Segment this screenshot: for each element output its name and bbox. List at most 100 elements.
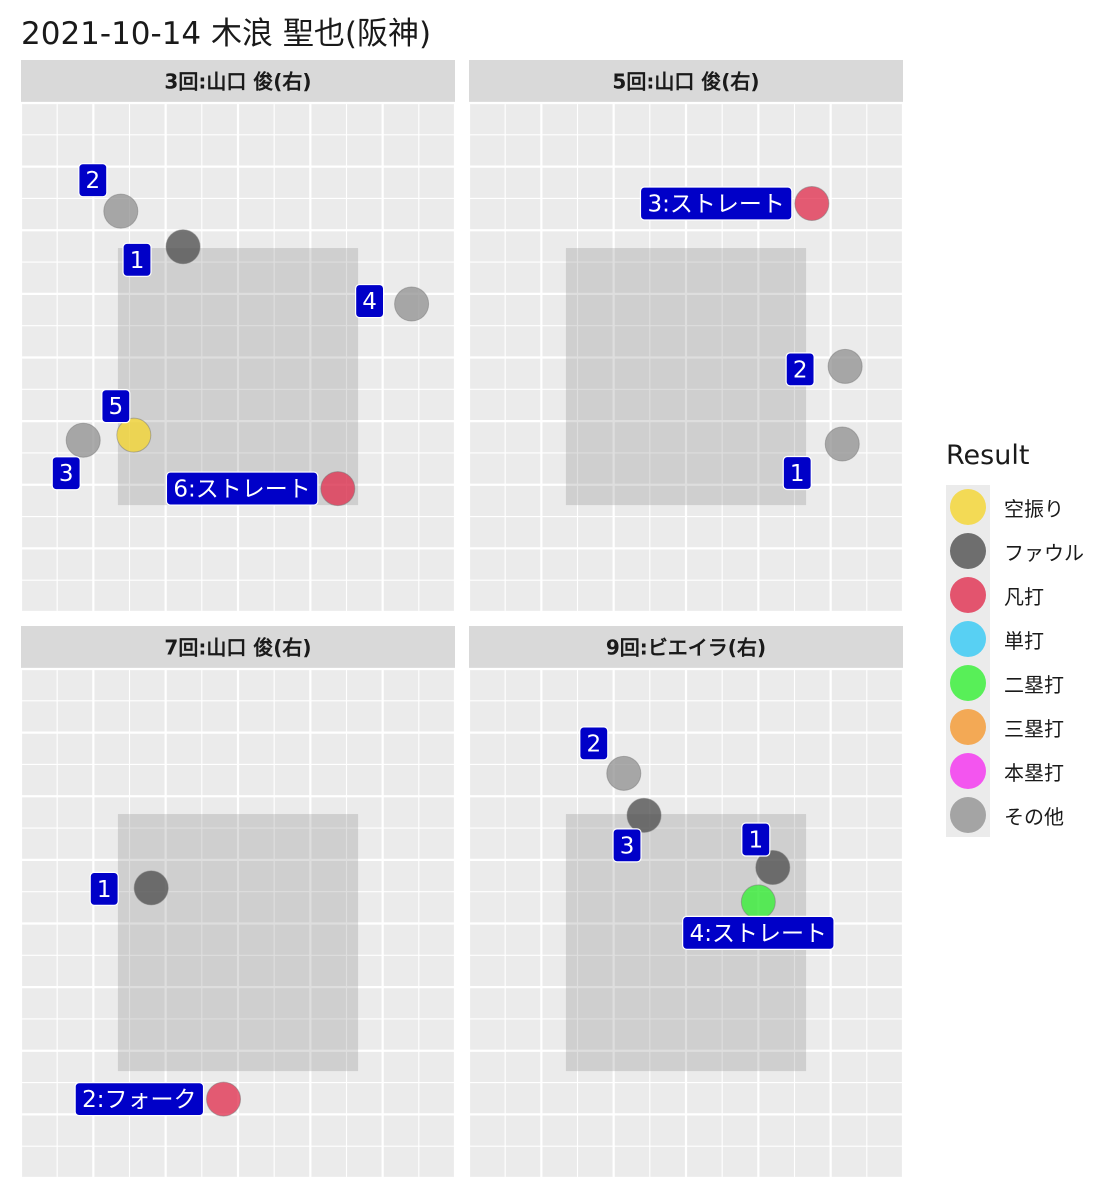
pitch-label-text: 3:ストレート — [647, 192, 784, 218]
facet-strip — [21, 626, 455, 669]
strike-zone — [565, 248, 807, 506]
pitch-label-text: 2 — [586, 731, 601, 757]
pitch-point — [606, 755, 642, 791]
legend-key — [946, 617, 990, 661]
strike-zone — [117, 248, 359, 506]
pitch-label: 6:ストレート — [165, 471, 319, 506]
pitch-label-text: 1 — [97, 877, 112, 903]
pitch-label-text: 1 — [790, 461, 805, 487]
legend-item: 三塁打 — [946, 705, 1084, 749]
facet-panel: 7回:山口 俊(右) 1 2:フォーク — [19, 626, 457, 1180]
pitch-label: 5 — [101, 389, 131, 424]
pitch-point — [824, 426, 860, 462]
pitch-label-box — [741, 822, 771, 857]
pitch-label-box — [89, 871, 119, 906]
legend-label: 二塁打 — [1004, 672, 1064, 697]
facet-strip-label: 7回:山口 俊(右) — [164, 636, 311, 660]
legend-item: 単打 — [946, 617, 1084, 661]
facet-strip — [469, 60, 903, 103]
legend-dot-icon — [950, 797, 986, 833]
pitch-label: 2:フォーク — [74, 1082, 205, 1117]
pitch-label-text: 4 — [362, 289, 377, 315]
pitch-label-box — [639, 186, 793, 221]
pitch-label: 1 — [89, 871, 119, 906]
legend-label: 単打 — [1004, 628, 1044, 653]
pitch-label-text: 1 — [748, 828, 763, 854]
legend-dot-icon — [950, 753, 986, 789]
pitch-label-text: 3 — [620, 833, 635, 859]
legend-key — [946, 705, 990, 749]
legend-item: ファウル — [946, 529, 1084, 573]
pitch-label-box — [74, 1082, 205, 1117]
pitch-label-box — [579, 726, 609, 761]
legend-label: 空振り — [1004, 496, 1064, 521]
pitch-label: 4 — [355, 283, 385, 319]
pitch-label-text: 5 — [109, 394, 124, 420]
legend-label: 本塁打 — [1004, 760, 1064, 785]
legend-item: その他 — [946, 793, 1084, 837]
legend-key — [946, 793, 990, 837]
pitch-label-box — [51, 456, 81, 491]
pitch-point — [103, 193, 139, 229]
legend-item: 本塁打 — [946, 749, 1084, 793]
legend-label: ファウル — [1004, 540, 1084, 565]
pitch-label-box — [355, 283, 385, 319]
facet-panel: 3回:山口 俊(右) 1 2 3 4 5 6:ストレート — [19, 60, 457, 614]
pitch-label: 2 — [785, 352, 815, 387]
legend-title: Result — [946, 440, 1030, 471]
legend-items: 空振りファウル凡打単打二塁打三塁打本塁打その他 — [946, 485, 1084, 837]
legend-label: 三塁打 — [1004, 716, 1064, 741]
facet-strip-label: 9回:ビエイラ(右) — [606, 636, 766, 660]
pitch-label-text: 3 — [59, 461, 74, 487]
pitch-label-box — [682, 915, 835, 950]
legend-dot-icon — [950, 533, 986, 569]
pitch-label: 4:ストレート — [682, 915, 835, 950]
pitch-label-box — [101, 389, 131, 424]
pitch-point — [794, 186, 830, 222]
pitch-label: 3:ストレート — [639, 186, 793, 221]
legend-item: 空振り — [946, 485, 1084, 529]
legend-key — [946, 573, 990, 617]
pitch-point — [740, 884, 776, 920]
facet-strip — [21, 60, 455, 103]
pitch-point — [206, 1081, 242, 1117]
pitch-label-box — [612, 828, 642, 863]
facet-strip-label: 5回:山口 俊(右) — [612, 70, 759, 94]
pitch-label-text: 2:フォーク — [82, 1087, 196, 1113]
pitch-label-box — [122, 242, 152, 277]
legend-dot-icon — [950, 709, 986, 745]
pitch-point — [133, 870, 169, 906]
pitch-label: 1 — [782, 455, 812, 491]
facet-panel: 5回:山口 俊(右) 1 2 3:ストレート — [467, 60, 905, 614]
legend-key — [946, 485, 990, 529]
pitch-point — [626, 797, 662, 833]
legend-label: 凡打 — [1004, 584, 1044, 609]
legend-key — [946, 661, 990, 705]
pitch-point — [320, 471, 356, 507]
pitch-point — [116, 417, 152, 453]
strike-zone — [117, 814, 359, 1072]
facet-strip — [469, 626, 903, 669]
pitch-label: 3 — [51, 456, 81, 491]
pitch-point — [827, 348, 863, 384]
pitch-label-box — [165, 471, 319, 506]
pitch-point — [394, 286, 430, 322]
pitch-label: 1 — [741, 822, 771, 857]
pitch-label: 3 — [612, 828, 642, 863]
pitch-label-text: 1 — [130, 248, 145, 274]
pitch-label-text: 2 — [793, 357, 808, 383]
legend-item: 二塁打 — [946, 661, 1084, 705]
facet-strip-label: 3回:山口 俊(右) — [164, 70, 311, 94]
pitch-label-text: 4:ストレート — [690, 921, 827, 947]
legend-label: その他 — [1004, 804, 1064, 829]
legend-key — [946, 749, 990, 793]
legend-dot-icon — [950, 621, 986, 657]
pitch-label: 1 — [122, 242, 152, 277]
legend: Result 空振りファウル凡打単打二塁打三塁打本塁打その他 — [946, 440, 1084, 837]
pitch-label: 2 — [78, 163, 108, 198]
pitch-point — [65, 422, 101, 458]
legend-item: 凡打 — [946, 573, 1084, 617]
pitch-label-text: 6:ストレート — [173, 477, 310, 503]
pitch-label: 2 — [579, 726, 609, 761]
